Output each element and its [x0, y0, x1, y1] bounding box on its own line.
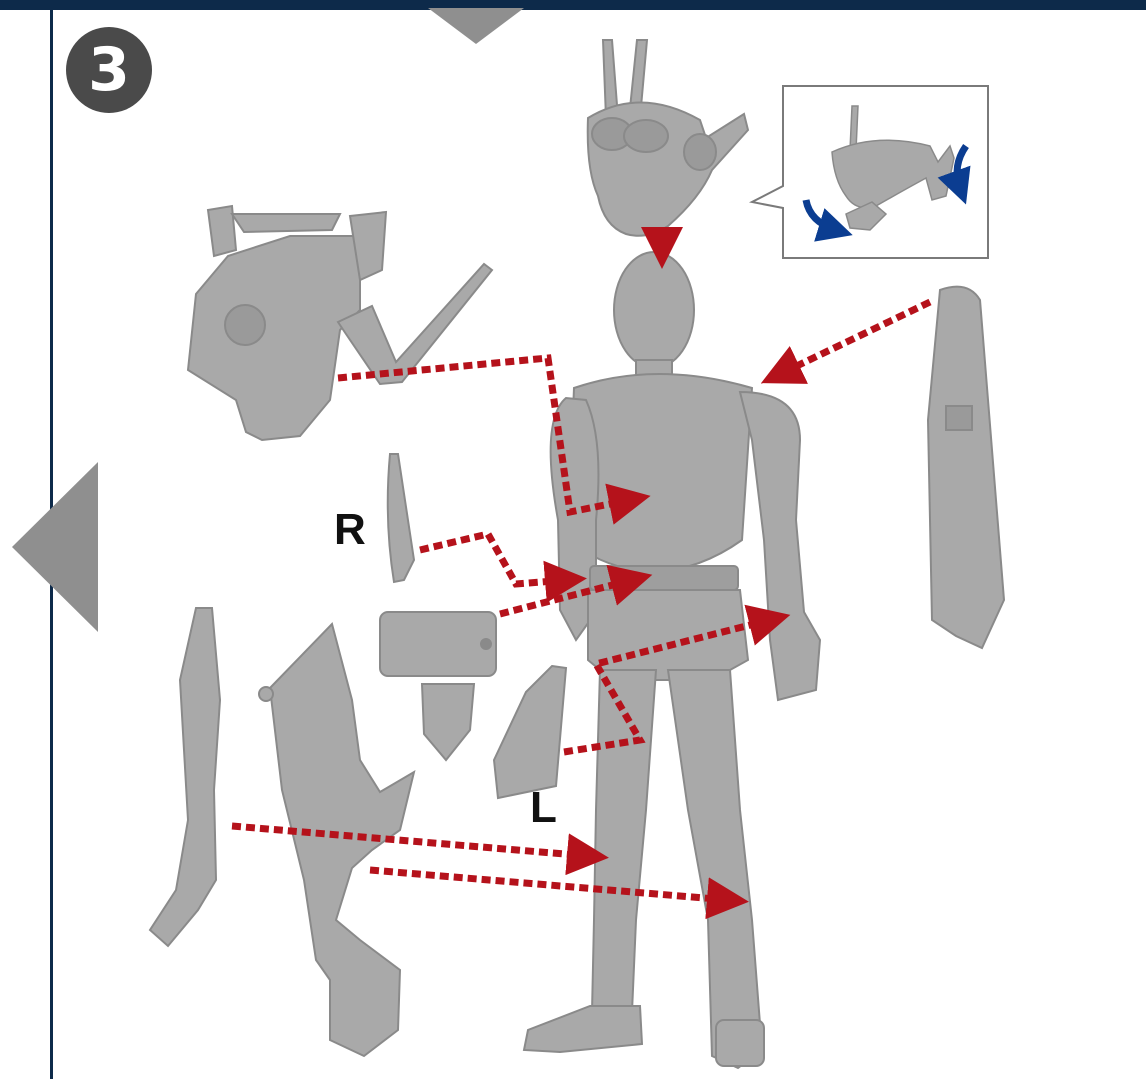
arrow-right-hand [420, 534, 566, 584]
arrow-drape [780, 302, 930, 374]
main-figure [524, 252, 820, 1068]
helmet-part [588, 40, 748, 236]
left-arm-blade-part [150, 608, 220, 946]
right-side-label: R [334, 508, 366, 552]
arrow-leg-armor [370, 870, 728, 900]
left-side-label: L [530, 786, 557, 830]
step-number-badge: 3 [66, 27, 152, 113]
rotation-callout [752, 86, 988, 258]
right-hand-part [388, 454, 414, 582]
belt-part [380, 612, 496, 760]
shoulder-armor-part [188, 206, 492, 440]
nav-down-icon[interactable] [428, 8, 524, 44]
nav-left-icon[interactable] [12, 462, 98, 632]
right-shoulder-drape-part [928, 287, 1004, 648]
left-leg-part [494, 666, 566, 798]
